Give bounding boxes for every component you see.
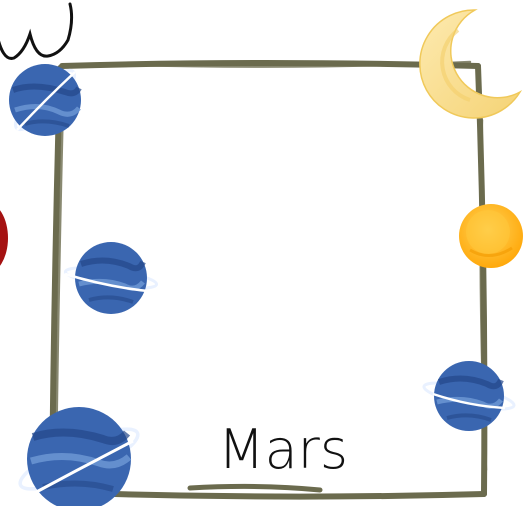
blue-planet-icon xyxy=(8,63,82,137)
blue-planet-icon xyxy=(422,361,516,431)
blue-planet-icon xyxy=(64,242,157,314)
blue-planet-icon xyxy=(14,407,144,506)
red-planet-icon xyxy=(0,202,8,274)
mars-caption: Mars xyxy=(218,418,348,481)
partial-handwritten-text xyxy=(0,4,72,58)
sun-icon xyxy=(459,204,523,268)
